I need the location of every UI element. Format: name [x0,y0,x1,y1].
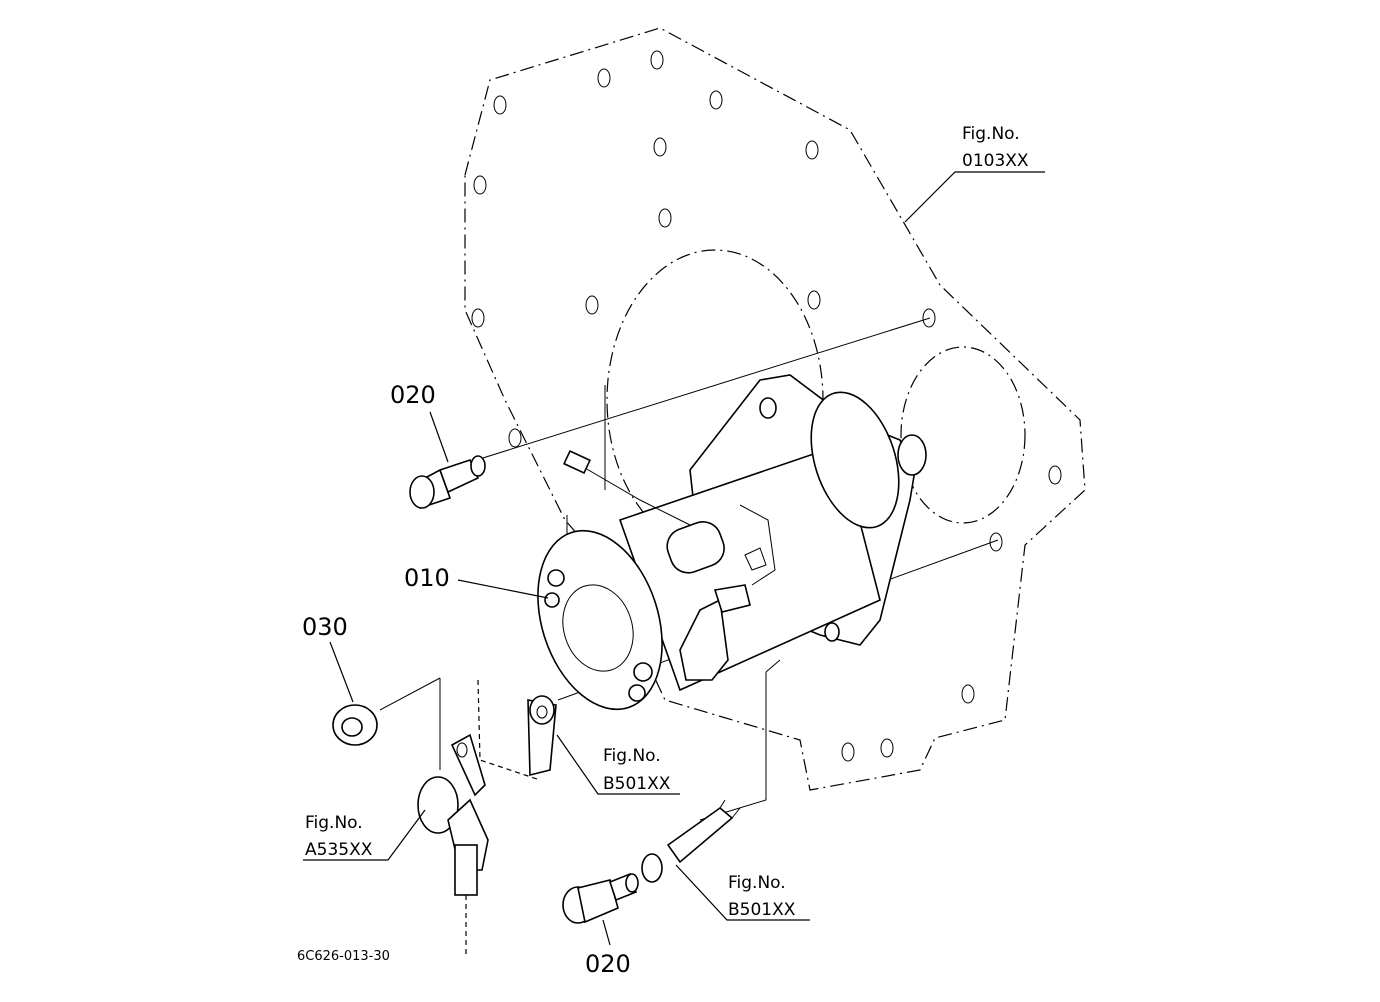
fig-caption-a535: Fig.No. [305,813,363,833]
fig-ref-b501xx-upper[interactable]: B501XX [603,774,671,794]
nut-030 [332,704,378,746]
ring-terminal-upper [527,695,557,777]
part-number-030: 030 [302,613,348,641]
plate-right-opening [900,346,1026,524]
diagram-code: 6C626-013-30 [297,949,390,964]
part-number-020-lower: 020 [585,950,631,978]
fig-caption-b501-upper: Fig.No. [603,746,661,766]
starter-motor-body [537,374,927,711]
fig-ref-0103xx[interactable]: 0103XX [962,151,1029,171]
leader-lines [303,171,1045,946]
bolt-upper [409,455,486,510]
part-number-020-upper: 020 [390,381,436,409]
part-number-010: 010 [404,564,450,592]
solenoid-wire [563,449,691,526]
fig-ref-b501xx-lower[interactable]: B501XX [728,900,796,920]
fig-caption-b501-lower: Fig.No. [728,873,786,893]
ring-terminal-lower [641,799,741,883]
fig-ref-a535xx[interactable]: A535XX [305,840,373,860]
fig-caption-0103: Fig.No. [962,124,1020,144]
plate-bolt-holes [471,50,1062,762]
battery-cable [417,679,541,955]
bolt-lower [562,872,639,924]
